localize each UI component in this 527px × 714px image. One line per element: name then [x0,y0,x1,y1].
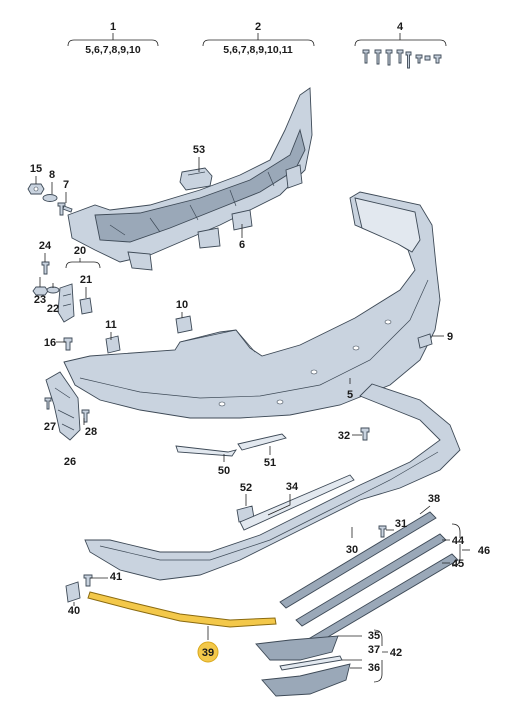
highlighted-strip-39 [87,591,277,628]
bracket-40 [65,581,81,603]
header-ref-4: 4 [354,21,447,69]
rail-34 [239,474,355,531]
bumper-cover [63,191,441,419]
bolt-32 [360,427,370,441]
guide-bracket-20 [57,283,75,323]
label-44: 44 [452,535,465,547]
header-ref-4-number: 4 [397,21,404,33]
label-42: 42 [390,647,402,659]
strip-38 [279,511,437,609]
callout-labels: 53 6 15 8 7 24 20 23 22 21 10 11 16 5 9 … [30,144,490,674]
fastener-set-icon [362,49,442,69]
label-9: 9 [447,331,453,343]
label-5: 5 [347,389,353,401]
header-ref-2-sub: 5,6,7,8,9,10,11 [223,44,293,56]
label-51: 51 [264,457,276,469]
label-32: 32 [338,430,350,442]
label-16: 16 [44,337,56,349]
label-21: 21 [80,274,92,286]
label-27: 27 [44,421,56,433]
label-45: 45 [452,558,464,570]
label-39: 39 [202,647,214,659]
label-23: 23 [34,294,46,306]
label-6: 6 [239,239,245,251]
label-52: 52 [240,482,252,494]
cap-9 [417,333,433,349]
label-24: 24 [39,240,52,252]
trim-51 [237,433,287,451]
trim-35 [255,635,339,661]
label-8: 8 [49,169,55,181]
clip-11 [105,335,121,354]
clip-21 [79,297,93,315]
label-34: 34 [286,481,299,493]
label-28: 28 [85,426,97,438]
nut-15 [27,183,45,195]
clip-10 [175,315,193,334]
label-50: 50 [218,465,230,477]
bolt-24 [41,261,50,275]
label-11: 11 [105,319,117,331]
label-10: 10 [176,299,188,311]
highlight-badge-39 [197,641,219,663]
bolt-41 [83,574,93,587]
label-36: 36 [368,662,380,674]
label-53: 53 [193,144,205,156]
label-15: 15 [30,163,42,175]
bolt-7 [57,202,73,216]
leader-lines [35,157,470,683]
label-41: 41 [110,571,122,583]
header-ref-4-bracket [354,33,447,47]
clip-31 [378,525,387,538]
label-20: 20 [74,245,86,257]
impact-bar-carrier [67,87,313,271]
bracket-26-27 [44,371,81,441]
label-26: 26 [64,456,76,468]
sensor-bracket-53 [179,167,213,191]
trim-50 [175,445,238,457]
label-31: 31 [395,518,407,530]
label-40: 40 [68,605,80,617]
label-7: 7 [63,179,69,191]
label-46: 46 [478,545,490,557]
header-ref-1-number: 1 [110,21,116,33]
washer-8 [42,194,58,202]
label-38: 38 [428,493,440,505]
header-ref-1: 1 5,6,7,8,9,10 [67,21,159,56]
label-22: 22 [47,303,59,315]
label-30: 30 [346,544,358,556]
label-37: 37 [368,644,380,656]
header-ref-2-number: 2 [255,21,261,33]
clip-28 [81,409,90,423]
header-ref-2: 2 5,6,7,8,9,10,11 [202,21,315,56]
header-ref-1-bracket [67,33,159,47]
header-ref-1-sub: 5,6,7,8,9,10 [85,44,141,56]
label-35: 35 [368,630,380,642]
clip-16 [63,337,73,351]
diffuser-30 [84,383,461,581]
header-ref-2-bracket [202,33,315,47]
trim-36 [261,663,351,697]
nut-23 [32,286,49,296]
